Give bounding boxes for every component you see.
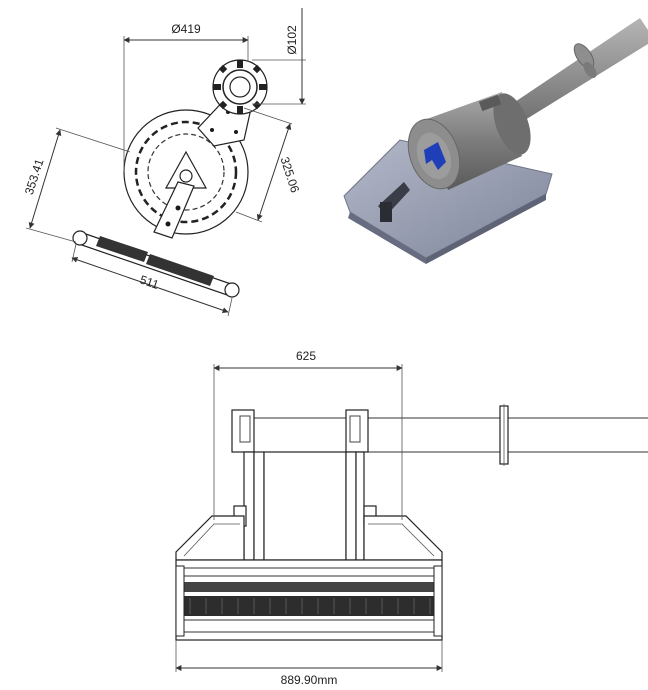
side-view: 625 889.90mm bbox=[175, 349, 648, 687]
iso-motor bbox=[407, 92, 531, 190]
top-hub bbox=[212, 59, 268, 115]
iso-pipe bbox=[500, 18, 648, 128]
wheel-ring bbox=[134, 120, 238, 224]
dim-889-label: 889.90mm bbox=[281, 673, 338, 687]
dim-line-325 bbox=[256, 123, 292, 221]
dim-511-label: 511 bbox=[138, 272, 161, 292]
dim-353-label: 353.41 bbox=[22, 157, 47, 197]
dim-line-353 bbox=[28, 129, 62, 229]
support-arm bbox=[153, 181, 195, 239]
dim-102-label: Ø102 bbox=[285, 25, 299, 55]
dim-325-label: 325.06 bbox=[277, 155, 302, 195]
dim-line-511 bbox=[71, 256, 229, 314]
iso-accent bbox=[424, 142, 446, 170]
dim-625-label: 625 bbox=[296, 349, 316, 363]
dim-419-label: Ø419 bbox=[171, 22, 201, 36]
front-view: Ø419 Ø102 353.41 325.06 511 bbox=[22, 8, 306, 317]
wheel-inner-ring bbox=[147, 133, 225, 211]
iso-view bbox=[343, 18, 648, 264]
